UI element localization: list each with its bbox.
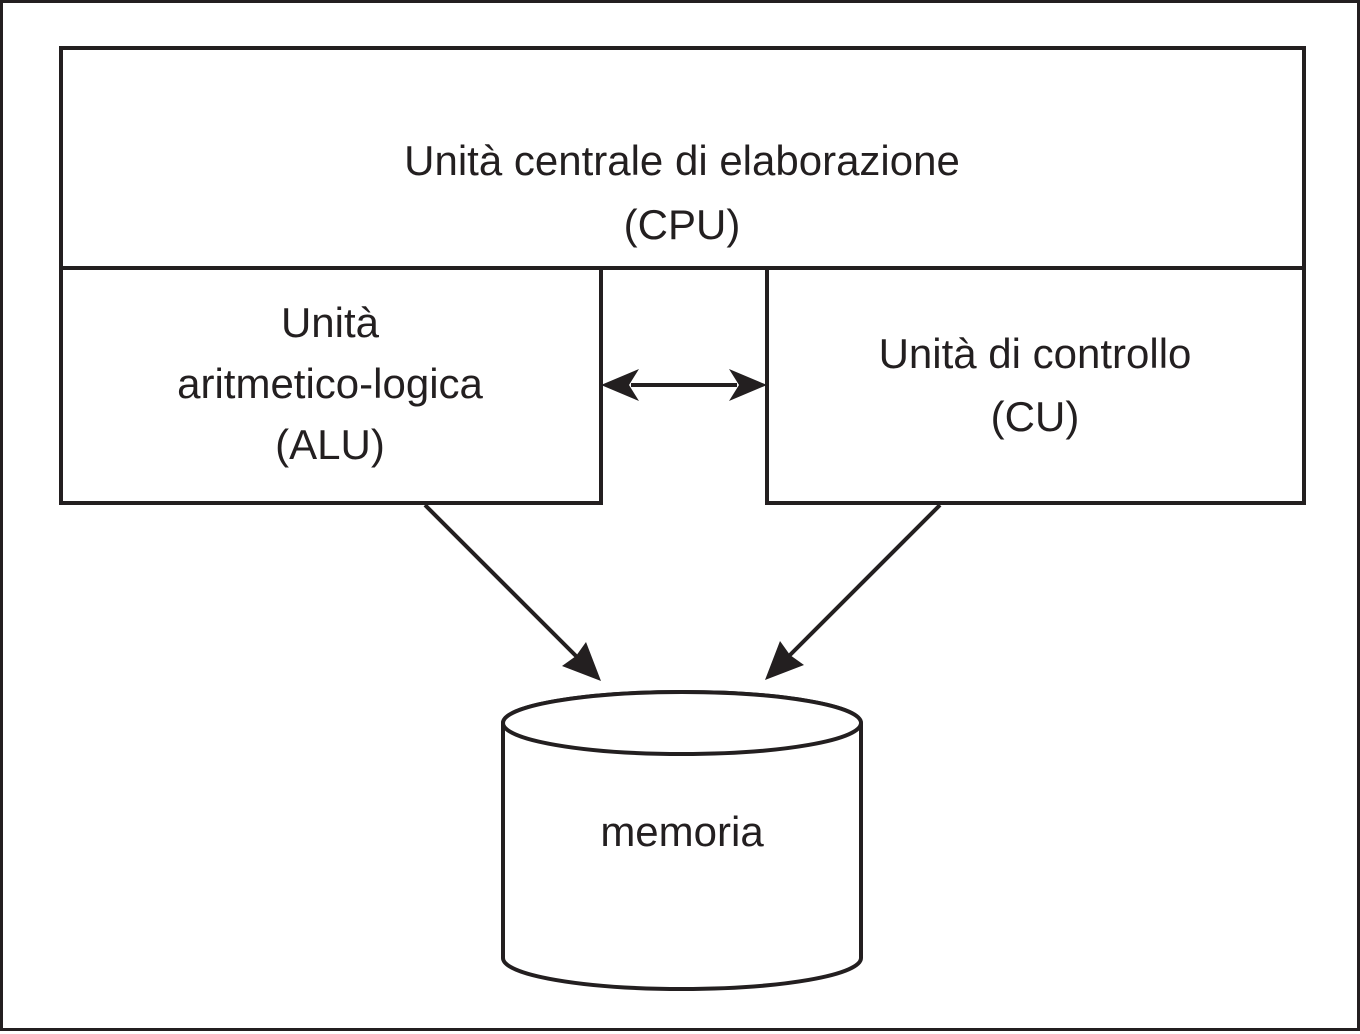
cu-memory-arrow-shaft xyxy=(783,503,942,662)
alu-label-line3: (ALU) xyxy=(275,421,385,468)
arrowhead-right-icon xyxy=(729,369,767,401)
memory-cylinder-top xyxy=(501,690,863,756)
alu-to-memory-arrow xyxy=(423,503,601,681)
cu-label-line2: (CU) xyxy=(991,393,1080,440)
alu-label-line2: aritmetico-logica xyxy=(177,360,483,407)
cpu-box-outline xyxy=(59,46,1306,270)
cpu-label-line2: (CPU) xyxy=(624,201,741,248)
alu-memory-arrow-shaft xyxy=(423,503,583,663)
cu-label-line1: Unità di controllo xyxy=(879,330,1192,377)
cpu-box: Unità centrale di elaborazione (CPU) xyxy=(59,46,1306,270)
arrowhead-left-icon xyxy=(601,369,639,401)
alu-cu-bidirectional-arrow xyxy=(601,369,767,401)
cu-box-outline xyxy=(765,266,1306,505)
alu-label-line1: Unità xyxy=(281,299,380,346)
cu-box: Unità di controllo (CU) xyxy=(765,266,1306,505)
cpu-label-line1: Unità centrale di elaborazione xyxy=(404,137,960,184)
arrowhead-down-left-icon xyxy=(765,641,804,680)
cu-to-memory-arrow xyxy=(765,503,942,680)
arrowhead-down-right-icon xyxy=(562,642,601,681)
memory-cylinder: memoria xyxy=(501,690,863,991)
alu-box-outline xyxy=(59,266,603,505)
memory-label: memoria xyxy=(600,808,764,855)
cpu-architecture-diagram: Unità centrale di elaborazione (CPU) Uni… xyxy=(59,46,1306,991)
alu-box: Unità aritmetico-logica (ALU) xyxy=(59,266,603,505)
